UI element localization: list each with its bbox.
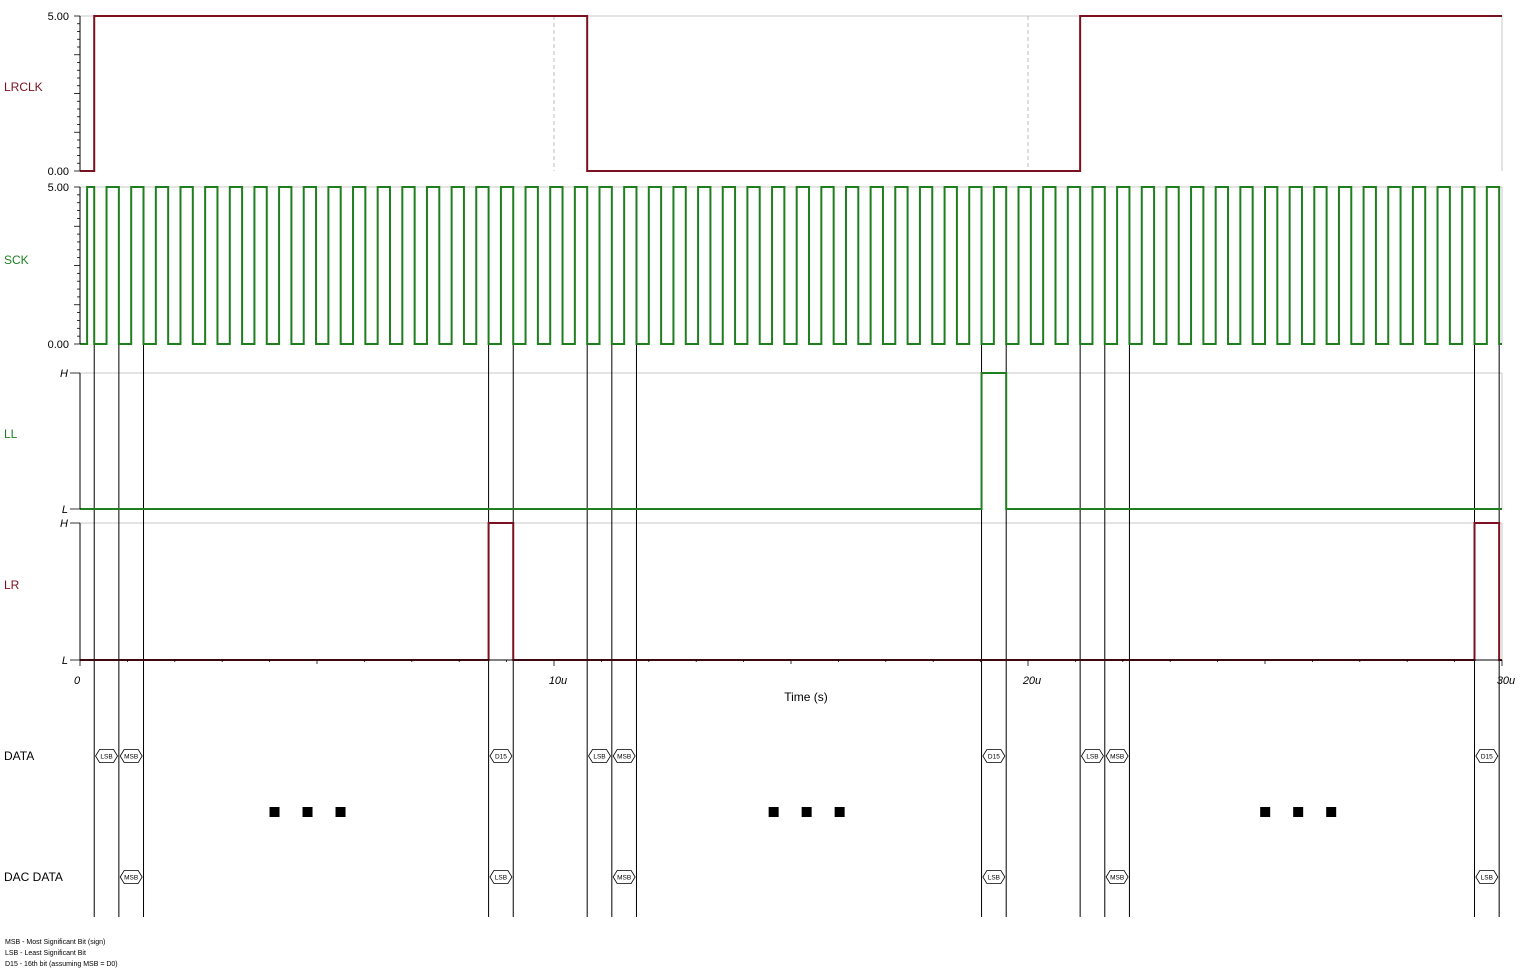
ellipsis-square [1293, 807, 1304, 817]
bus-label-data: DATA [4, 749, 34, 763]
y-tick-label-bottom: L [62, 504, 68, 516]
bus-marker-label: LSB [593, 754, 605, 761]
bus-label-dac-data: DAC DATA [4, 870, 63, 884]
ellipsis-square [801, 807, 812, 817]
waveform-lr [80, 522, 1502, 661]
bus-marker-label: MSB [124, 754, 138, 761]
bus-marker-label: D15 [988, 754, 1000, 761]
y-tick-label-top: 5.00 [48, 11, 69, 23]
bus-marker-hexagon [612, 749, 636, 763]
waveform-lrclk [80, 15, 1502, 172]
waveform-ll [80, 372, 1502, 510]
legend-note: MSB - Most Significant Bit (sign) [5, 939, 105, 946]
bus-marker-label: MSB [617, 875, 631, 882]
bus-marker-label: LSB [1086, 754, 1098, 761]
y-tick-label-top: 5.00 [48, 182, 69, 194]
bus-marker-hexagon [982, 870, 1006, 884]
signal-label-lrclk: LRCLK [4, 80, 43, 94]
waveforms-layer [80, 15, 1502, 661]
signal-label-ll: LL [4, 427, 18, 441]
x-tick-label: 10u [549, 675, 567, 687]
y-tick-label-bottom: 0.00 [48, 339, 69, 351]
bus-marker-label: LSB [1481, 875, 1493, 882]
waveform-sck [80, 186, 1502, 345]
legend-note: D15 - 16th bit (assuming MSB = D0) [5, 961, 118, 968]
bus-marker-label: LSB [100, 754, 112, 761]
y-tick-label-bottom: L [62, 655, 68, 667]
y-tick-label-top: H [60, 368, 68, 380]
x-axis-label: Time (s) [784, 690, 828, 704]
ellipsis-square [335, 807, 346, 817]
bus-marker-hexagon [1080, 749, 1104, 763]
bus-marker-hexagon [612, 870, 636, 884]
bus-marker-hexagon [489, 749, 513, 763]
x-tick-label: 0 [74, 675, 81, 687]
ellipsis-square [834, 807, 845, 817]
ellipsis-square [1260, 807, 1271, 817]
bus-marker-label: LSB [495, 875, 507, 882]
bus-marker-hexagon [1105, 870, 1129, 884]
x-tick-label: 30u [1497, 675, 1515, 687]
bus-marker-label: MSB [1110, 875, 1124, 882]
bus-marker-label: MSB [617, 754, 631, 761]
ellipsis-square [1326, 807, 1337, 817]
bus-marker-hexagon [1475, 749, 1499, 763]
bus-marker-hexagon [489, 870, 513, 884]
ellipsis-square [768, 807, 779, 817]
ellipsis-square [302, 807, 313, 817]
bus-marker-hexagon [1105, 749, 1129, 763]
bus-marker-label: MSB [1110, 754, 1124, 761]
x-tick-label: 20u [1022, 675, 1041, 687]
y-tick-label-top: H [60, 518, 68, 530]
bus-marker-hexagon [95, 749, 119, 763]
bus-marker-hexagon [1475, 870, 1499, 884]
marker-lines-layer [93, 344, 1500, 917]
bus-marker-label: D15 [495, 754, 507, 761]
bus-marker-hexagon [982, 749, 1006, 763]
legend-note: LSB - Least Significant Bit [5, 950, 86, 957]
bus-marker-label: D15 [1481, 754, 1493, 761]
ellipsis-square [269, 807, 280, 817]
bus-marker-hexagon [588, 749, 611, 763]
signal-label-lr: LR [4, 578, 20, 592]
signal-label-sck: SCK [4, 253, 29, 267]
bus-marker-hexagon [119, 749, 143, 763]
bus-marker-hexagon [119, 870, 143, 884]
bus-marker-label: MSB [124, 875, 138, 882]
axes-layer [70, 15, 1503, 666]
bus-marker-label: LSB [988, 875, 1000, 882]
y-tick-label-bottom: 0.00 [48, 166, 69, 178]
